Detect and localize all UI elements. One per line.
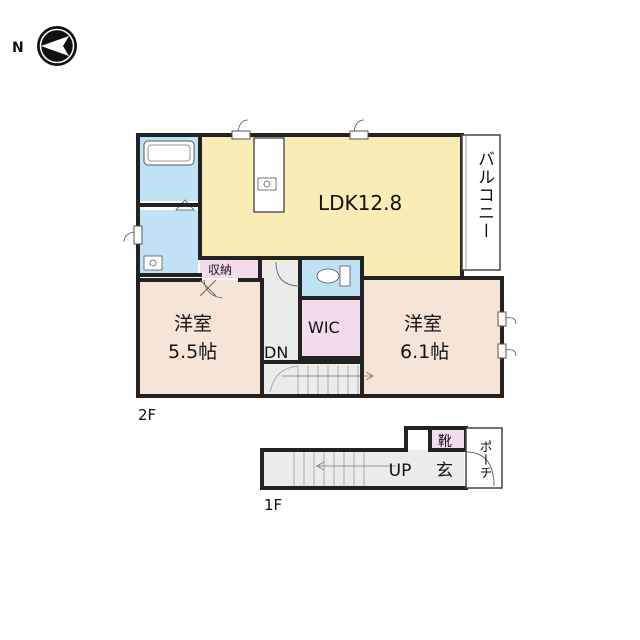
balcony-label: バルコニー — [474, 150, 494, 240]
stairs-down-label: DN — [264, 343, 288, 362]
bathtub-icon — [143, 140, 195, 166]
entrance-door-swing — [465, 451, 495, 487]
door-swings — [199, 261, 301, 299]
western-room-left — [138, 280, 262, 394]
stairs-up-label: UP — [389, 461, 412, 481]
kitchen-counter — [253, 137, 285, 213]
ldk-label: LDK12.8 — [318, 191, 402, 215]
western-room-left-name: 洋室 — [174, 313, 212, 335]
compass: N — [12, 26, 77, 66]
shoe-box — [430, 428, 464, 450]
washbasin-icon — [143, 255, 163, 271]
walls-2f — [136, 133, 504, 398]
ldk-room — [200, 137, 462, 278]
floor-1f-label: 1F — [264, 496, 282, 514]
wic-room — [302, 299, 360, 357]
stair-treads-2f — [269, 365, 374, 394]
western-room-left-size: 5.5帖 — [168, 341, 217, 363]
western-room-right-name: 洋室 — [404, 313, 442, 335]
stair-treads-1f — [293, 452, 396, 486]
shoe-box-label: 靴 — [438, 434, 452, 450]
storage-label: 収納 — [208, 263, 232, 277]
storage-room — [200, 258, 260, 278]
balcony — [461, 134, 501, 271]
compass-icon — [37, 26, 77, 66]
western-room-right — [362, 278, 500, 394]
stairs-2f — [262, 360, 362, 394]
compass-north-label: N — [12, 40, 24, 56]
entrance-floor — [406, 450, 464, 488]
porch-label: ポーチ — [477, 440, 492, 479]
windows — [133, 130, 507, 359]
toilet-icon — [316, 265, 351, 287]
walls-1f — [260, 426, 468, 490]
floor-2f-label: 2F — [138, 406, 156, 424]
wic-label: WIC — [308, 318, 340, 337]
entrance-label: 玄 — [436, 461, 453, 481]
window-swing-marks — [123, 119, 517, 357]
western-room-right-size: 6.1帖 — [400, 341, 449, 363]
